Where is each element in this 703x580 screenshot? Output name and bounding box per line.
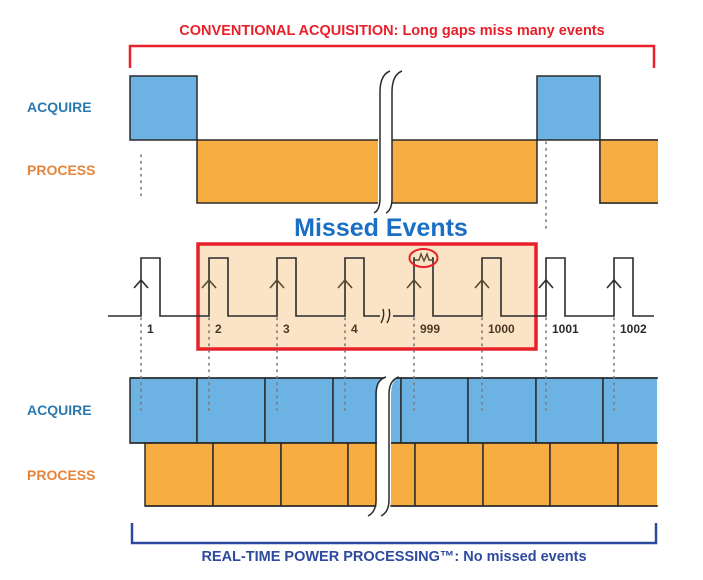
realtime-acquire-label: ACQUIRE xyxy=(27,402,92,418)
trigger-label: 2 xyxy=(215,322,222,336)
conventional-process-block-2 xyxy=(600,140,658,203)
trigger-label: 1002 xyxy=(620,322,647,336)
time-break-top xyxy=(373,70,403,218)
trigger-event-1001: 1001 xyxy=(538,278,579,336)
trigger-arrow-icon xyxy=(606,278,622,289)
realtime-title: REAL-TIME POWER PROCESSING™: No missed e… xyxy=(201,549,586,565)
realtime-bracket xyxy=(130,523,658,545)
trigger-arrow-icon xyxy=(337,278,353,289)
realtime-acquire-block xyxy=(467,377,537,444)
glitch-icon xyxy=(414,252,433,263)
trigger-event-1002: 1002 xyxy=(606,278,647,336)
conventional-acquire-block-2 xyxy=(536,75,601,141)
trigger-label: 4 xyxy=(351,322,358,336)
trigger-label: 1000 xyxy=(488,322,515,336)
realtime-acquire-block xyxy=(264,377,334,444)
trigger-arrow-icon xyxy=(269,278,285,289)
realtime-acquire-block xyxy=(602,377,659,444)
trigger-event-1: 1 xyxy=(133,278,154,336)
conventional-acquire-block-1 xyxy=(129,75,198,141)
trigger-event-4: 4 xyxy=(337,278,358,336)
missed-events-box xyxy=(196,242,538,351)
realtime-process-block xyxy=(549,442,619,507)
trigger-label: 1 xyxy=(147,322,154,336)
conventional-section: CONVENTIONAL ACQUISITION: Long gaps miss… xyxy=(27,23,658,218)
realtime-process-block xyxy=(482,442,551,507)
realtime-process-block xyxy=(617,442,659,507)
trigger-arrow-icon xyxy=(538,278,554,289)
conventional-acquire-label: ACQUIRE xyxy=(27,99,92,115)
realtime-process-block xyxy=(414,442,484,507)
realtime-process-block xyxy=(280,442,349,507)
trigger-arrow-icon xyxy=(201,278,217,289)
realtime-process-label: PROCESS xyxy=(27,467,95,483)
conventional-bracket xyxy=(128,44,656,68)
trigger-waveform: 1 2 3 4 999 1000 1001 1002 xyxy=(108,248,654,336)
missed-events-title: Missed Events xyxy=(294,214,468,242)
trigger-event-3: 3 xyxy=(269,278,290,336)
trigger-event-999: 999 xyxy=(406,248,440,336)
conventional-process-label: PROCESS xyxy=(27,162,95,178)
realtime-acquire-block xyxy=(400,377,469,444)
realtime-process-block xyxy=(212,442,282,507)
realtime-acquire-block xyxy=(535,377,604,444)
trigger-event-1000: 1000 xyxy=(474,278,515,336)
glitch-highlight-circle xyxy=(408,248,439,268)
conventional-process-block-1 xyxy=(196,139,538,204)
trigger-label: 3 xyxy=(283,322,290,336)
trigger-arrow-icon xyxy=(406,278,422,289)
trigger-arrow-icon xyxy=(133,278,149,289)
trigger-arrow-icon xyxy=(474,278,490,289)
trigger-label: 1001 xyxy=(552,322,579,336)
waveform-break-icon xyxy=(380,308,391,324)
realtime-process-block xyxy=(144,442,214,507)
conventional-title: CONVENTIONAL ACQUISITION: Long gaps miss… xyxy=(179,23,604,39)
realtime-acquire-block xyxy=(129,377,198,444)
realtime-section: ACQUIRE PROCESS REAL-TIME POWER PROCESSI… xyxy=(27,376,663,565)
time-break-bottom xyxy=(367,376,400,520)
realtime-acquire-block xyxy=(196,377,266,444)
trigger-label: 999 xyxy=(420,322,440,336)
trigger-event-2: 2 xyxy=(201,278,222,336)
